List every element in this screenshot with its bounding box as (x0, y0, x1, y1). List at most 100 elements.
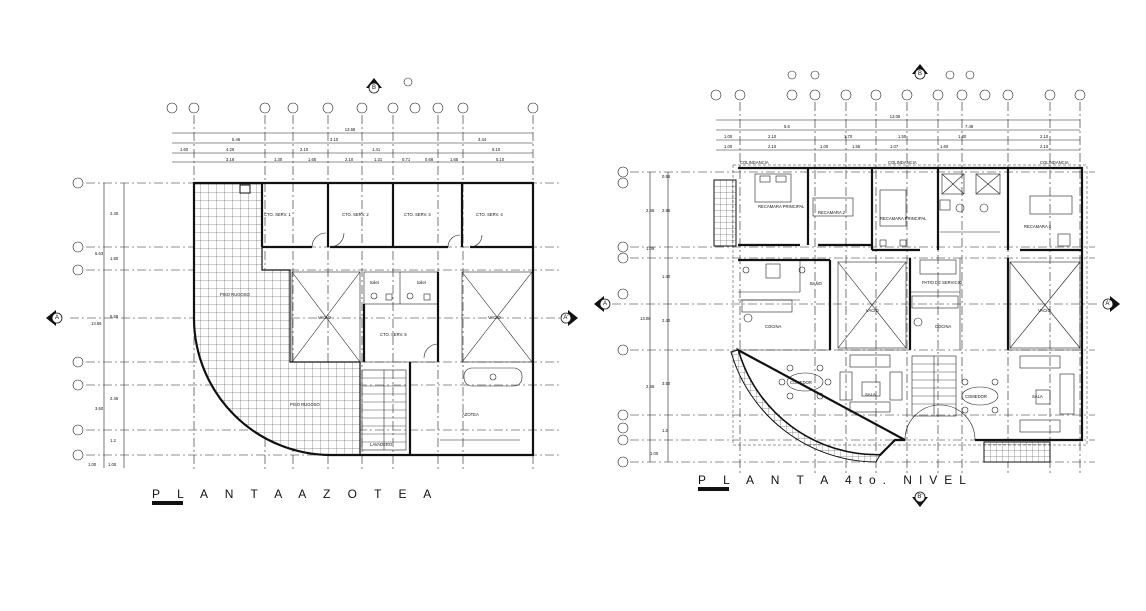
room-label-co1: COCINA (765, 324, 781, 329)
room-label-t1: toilet (370, 280, 380, 285)
room-label-t2: toilet (417, 280, 427, 285)
svg-text:1.30: 1.30 (958, 134, 967, 139)
svg-text:2.10: 2.10 (1040, 144, 1049, 149)
room-label-r2: CTO. SERV. 2 (342, 212, 369, 217)
stairs-azotea (361, 362, 412, 455)
axis-marker-right-A-2: A' (1102, 296, 1120, 312)
terrace-tiling-azotea (193, 182, 361, 456)
svg-text:1.00: 1.00 (108, 462, 117, 467)
svg-text:3.10: 3.10 (330, 137, 339, 142)
room-label-r4: CTO. SERV. 4 (476, 212, 503, 217)
svg-text:1.65: 1.65 (450, 157, 459, 162)
void-azotea-2 (461, 271, 533, 363)
room-label-va1: VACIO (866, 308, 879, 313)
svg-text:5.10: 5.10 (492, 147, 501, 152)
toilets-block (362, 271, 440, 363)
room-label-r2b: RECAMARA 2 (1024, 224, 1052, 229)
svg-text:1.09: 1.09 (646, 246, 655, 251)
svg-text:4.26: 4.26 (226, 147, 235, 152)
svg-text:2.46: 2.46 (646, 384, 655, 389)
laundry-tub (463, 367, 523, 387)
svg-text:5.6: 5.6 (784, 124, 790, 129)
svg-text:1.70: 1.70 (844, 134, 853, 139)
svg-text:2.10: 2.10 (1040, 134, 1049, 139)
svg-text:2.40: 2.40 (662, 318, 671, 323)
svg-text:1.50: 1.50 (898, 134, 907, 139)
svg-text:1.60: 1.60 (180, 147, 189, 152)
svg-text:A: A (55, 315, 59, 321)
svg-text:1.80: 1.80 (110, 256, 119, 261)
svg-text:A': A' (1105, 301, 1110, 307)
boundary-label-1: COLINDANCIA (740, 160, 769, 165)
room-label-sa2: SALA (1032, 394, 1043, 399)
title-underline-azotea (152, 501, 183, 505)
svg-text:1.00: 1.00 (724, 134, 733, 139)
svg-text:3.44: 3.44 (478, 137, 487, 142)
axis-marker-top-B: B (366, 78, 382, 94)
svg-text:1.00: 1.00 (650, 451, 659, 456)
svg-text:2.10: 2.10 (300, 147, 309, 152)
room-label-v2: VACIO (488, 315, 501, 320)
plan-title-4to-nivel: P L A N T A 4to. NIVEL (698, 473, 973, 487)
grid-bubbles-left-right (617, 166, 629, 468)
room-label-r3: CTO. SERV. 3 (404, 212, 431, 217)
room-label-ba: BAÑO (810, 281, 823, 286)
svg-text:13.66: 13.66 (345, 127, 356, 132)
plan-4to-nivel: 13.05 5.6 7.48 1.00 2.10 1.70 1.50 1.30 2.10 1… (594, 64, 1120, 507)
bed-icons (754, 173, 1073, 247)
svg-text:B': B' (917, 494, 922, 500)
living-dining-furniture (740, 349, 1082, 433)
svg-text:A: A (603, 301, 607, 307)
room-label-r1: CTO. SERV. 1 (264, 212, 291, 217)
room-label-v1: VACIO (318, 315, 331, 320)
void-4to-1 (837, 261, 907, 349)
boundary-label-3: COLINDANCIA (1040, 160, 1069, 165)
room-label-pr: PISO RUGOSO (220, 292, 251, 297)
room-label-rp1: RECAMARA PRINCIPAL (758, 204, 805, 209)
room-label-cm1: COMEDOR (790, 380, 812, 385)
bedroom-walls (738, 168, 1082, 252)
svg-text:1.30: 1.30 (274, 157, 283, 162)
grid-bubbles-top-right (710, 70, 1086, 101)
stair-block-left (713, 179, 737, 247)
svg-text:2.10: 2.10 (768, 134, 777, 139)
svg-text:1.41: 1.41 (372, 147, 381, 152)
svg-text:13.05: 13.05 (890, 114, 901, 119)
svg-text:B: B (918, 71, 922, 77)
room-label-lv: LAVADERO (370, 442, 393, 447)
plan-title-azotea: P L A N T A A Z O T E A (152, 487, 438, 501)
axis-marker-bottom-B: B' (912, 491, 928, 507)
room-label-cm2: COMEDOR (965, 394, 987, 399)
svg-text:A': A' (563, 315, 568, 321)
grid-bubbles-top-left (166, 77, 539, 114)
room-label-r5: CTO. SERV. 5 (380, 332, 407, 337)
middle-zone-walls (738, 258, 1010, 350)
svg-text:1.55: 1.55 (852, 144, 861, 149)
room-label-va2: VACIO (1038, 308, 1051, 313)
svg-text:1.00: 1.00 (724, 144, 733, 149)
drain-box (239, 184, 251, 194)
svg-text:5.46: 5.46 (232, 137, 241, 142)
svg-text:2.46: 2.46 (110, 396, 119, 401)
svg-text:3.50: 3.50 (662, 381, 671, 386)
axis-marker-left-A-2: A (594, 296, 611, 312)
svg-text:1.00: 1.00 (88, 462, 97, 467)
svg-text:1.60: 1.60 (940, 144, 949, 149)
axis-marker-top-B-2: B (912, 64, 928, 80)
svg-text:1.00: 1.00 (820, 144, 829, 149)
svg-text:0.68: 0.68 (425, 157, 434, 162)
svg-text:2.46: 2.46 (646, 208, 655, 213)
svg-text:B: B (372, 85, 376, 91)
grid-bubbles-left-left (72, 177, 84, 461)
svg-text:3.60: 3.60 (95, 406, 104, 411)
svg-text:0.71: 0.71 (402, 157, 411, 162)
svg-text:2.40: 2.40 (110, 211, 119, 216)
svg-text:0.56: 0.56 (662, 174, 671, 179)
stairs-4to (904, 355, 976, 441)
boundary-label-2: COLINDANCIA (888, 160, 917, 165)
outer-wall-azotea (192, 181, 535, 457)
svg-text:7.48: 7.48 (965, 124, 974, 129)
